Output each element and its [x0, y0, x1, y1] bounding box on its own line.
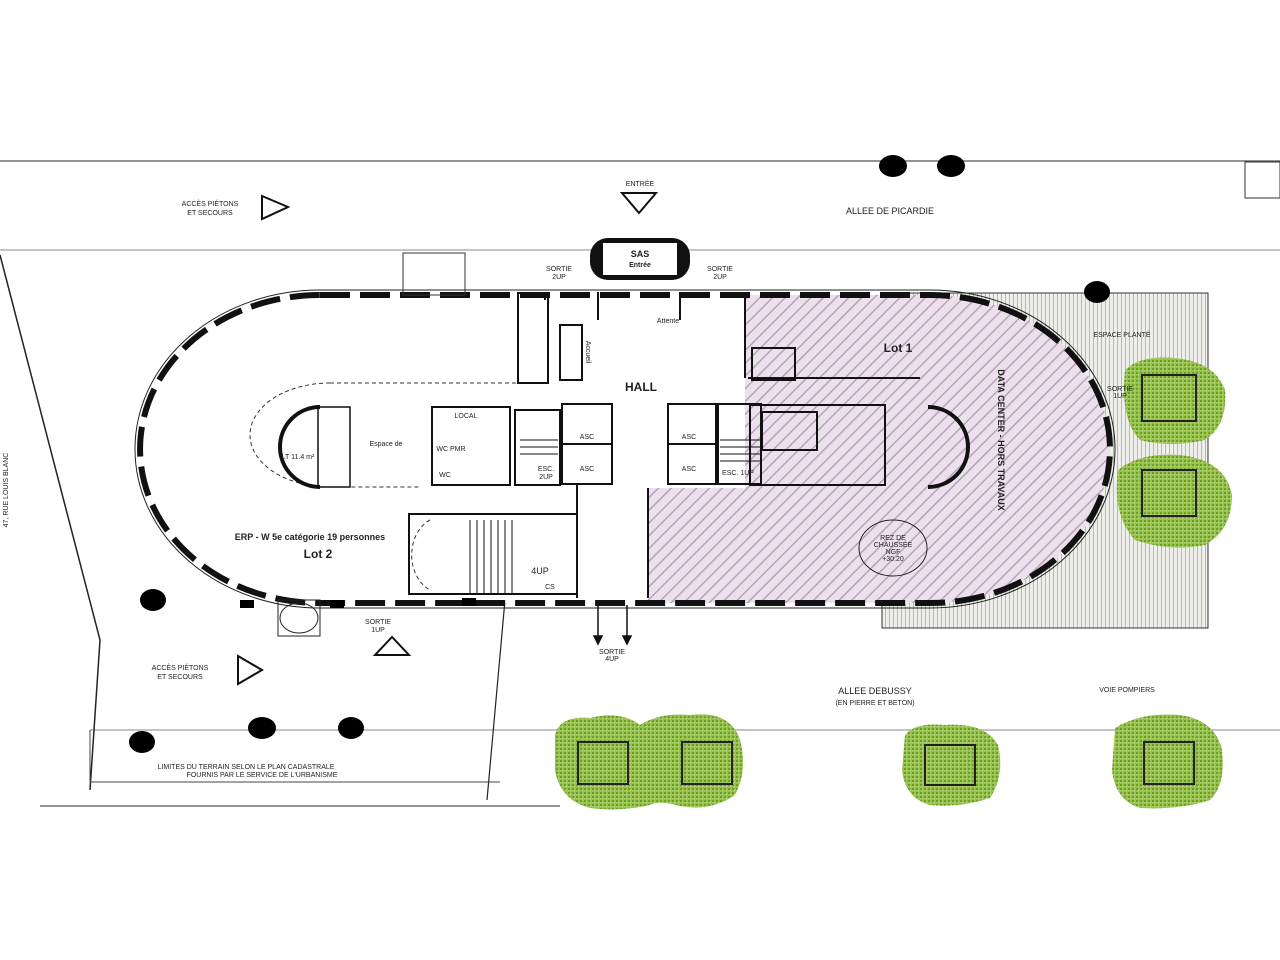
stair-label: 2UP — [539, 474, 553, 481]
stair-label: CS — [545, 584, 555, 591]
sas-label: Entrée — [629, 262, 651, 269]
exit-label: SORTIE — [365, 619, 391, 626]
exit-label: 2UP — [713, 274, 727, 281]
street-name-south-sub: (EN PIERRE ET BETON) — [835, 700, 914, 707]
access-label: ACCÈS PIÉTONS — [182, 199, 239, 208]
stair-label: ESC. 1UP — [722, 470, 754, 477]
entrance-triangle-icon — [237, 654, 264, 686]
stair-label: 4UP — [531, 566, 549, 576]
entrance-label: ENTRÉE — [626, 179, 655, 188]
room-label: Espace de — [369, 441, 402, 448]
stair-swing — [411, 519, 431, 591]
entrance-triangle-icon — [372, 635, 412, 656]
green-trees — [555, 357, 1232, 810]
level-marker — [858, 519, 928, 577]
entrance-triangle-icon — [619, 192, 659, 215]
lot2-label: Lot 2 — [304, 547, 333, 561]
hall-label: HALL — [625, 380, 657, 394]
erp-label: ERP - W 5e catégorie 19 personnes — [235, 532, 385, 542]
sas-label: SAS — [631, 249, 650, 259]
room-label: WC PMR — [436, 446, 465, 453]
room-label: WC — [439, 472, 451, 479]
level-label: NGF — [886, 549, 901, 556]
tree-markers — [129, 155, 1110, 753]
waiting-label: Attente — [657, 318, 679, 325]
site-limits-note: LIMITES DU TERRAIN SELON LE PLAN CADASTR… — [158, 764, 335, 771]
fire-lane-label: VOIE POMPIERS — [1099, 687, 1155, 694]
elevator-label: ASC — [682, 434, 696, 441]
exit-label: 4UP — [605, 656, 619, 663]
street-name-north: ALLEE DE PICARDIE — [846, 206, 934, 216]
data-center-label: DATA CENTER - HORS TRAVAUX — [996, 369, 1006, 511]
elevator-label: ASC — [580, 466, 594, 473]
level-label: +30.20 — [882, 556, 904, 563]
access-arrows — [237, 192, 659, 686]
elevator-label: ASC — [682, 466, 696, 473]
access-label: ET SECOURS — [157, 674, 203, 681]
room-label: LOCAL — [455, 413, 478, 420]
exit-label: 1UP — [1113, 393, 1127, 400]
lot1-label: Lot 1 — [884, 341, 913, 355]
exit-label: SORTIE — [1107, 386, 1133, 393]
elevator-label: ASC — [580, 434, 594, 441]
exit-label: 1UP — [371, 627, 385, 634]
access-label: ACCÈS PIÉTONS — [152, 663, 209, 672]
level-label: CHAUSSÉE — [874, 540, 913, 549]
stair-label: ESC. — [538, 466, 554, 473]
lt-room — [278, 405, 321, 489]
planted-area-label: ESPACE PLANTÉ — [1093, 330, 1150, 339]
level-label: REZ DE — [880, 535, 906, 542]
entrance-triangle-icon — [261, 194, 291, 221]
sas-entrance — [590, 238, 690, 280]
room-label: LT 11.4 m² — [282, 454, 315, 461]
street-name-west: 47, RUE LOUIS BLANC — [3, 453, 10, 528]
building — [134, 289, 1116, 609]
exit-label: 2UP — [552, 274, 566, 281]
street-name-south: ALLEE DEBUSSY — [838, 686, 912, 696]
exit-label: SORTIE — [599, 649, 625, 656]
access-label: ET SECOURS — [187, 210, 233, 217]
core-walls — [408, 292, 920, 598]
exit-label: SORTIE — [546, 266, 572, 273]
site-limits-note: FOURNIS PAR LE SERVICE DE L'URBANISME — [187, 772, 338, 779]
reception-label: Accueil — [584, 341, 591, 364]
stairs — [469, 439, 760, 595]
exit-arrows — [592, 605, 633, 646]
exit-label: SORTIE — [707, 266, 733, 273]
